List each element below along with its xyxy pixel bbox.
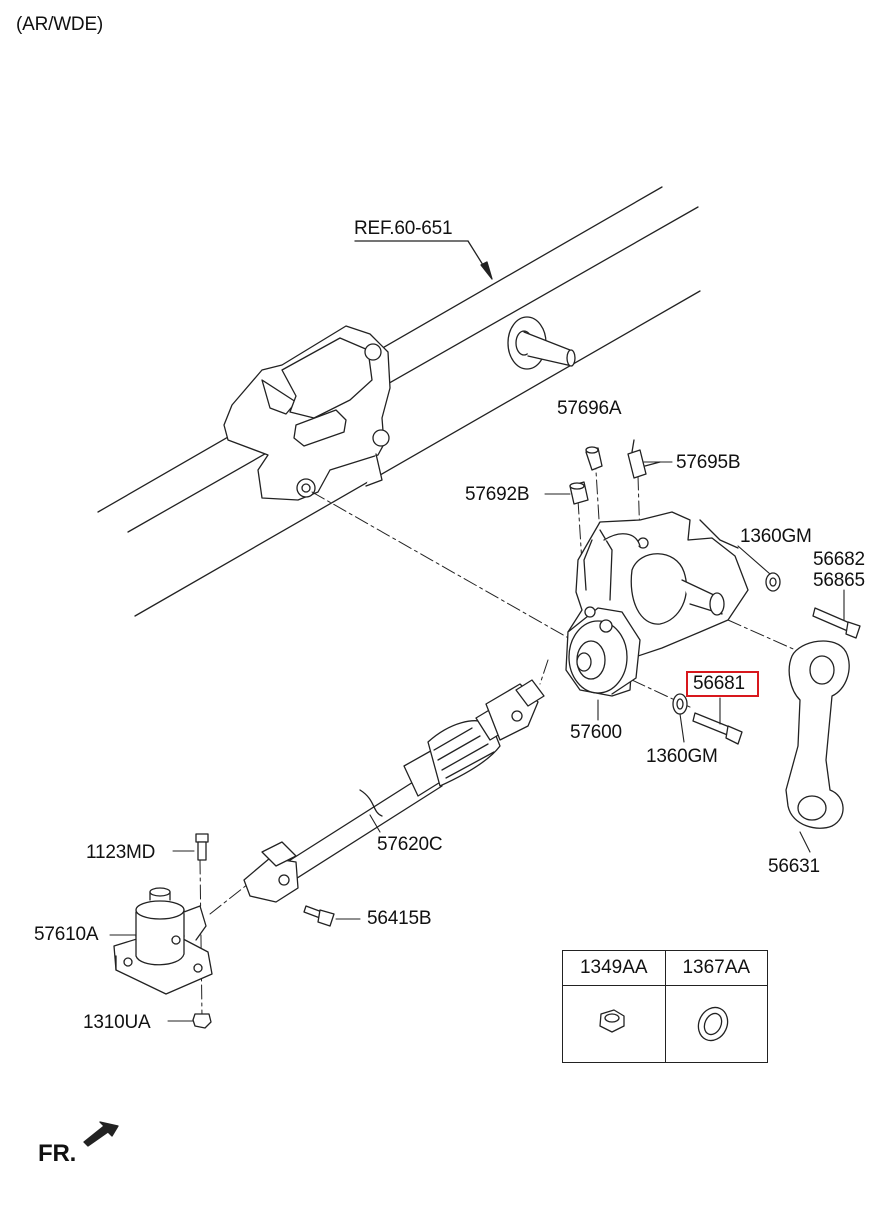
part-label-57696A: 57696A — [557, 398, 622, 419]
centerline-input — [539, 659, 549, 685]
part-label-57600: 57600 — [570, 722, 622, 743]
ref-label: REF.60-651 — [354, 218, 453, 239]
part-label-56631: 56631 — [768, 856, 820, 877]
frame-stud — [507, 316, 576, 370]
centerline-output-arm — [727, 619, 801, 653]
fitting-57692B — [569, 481, 589, 505]
highlight-box — [686, 671, 759, 697]
part-label-57610A: 57610A — [34, 924, 99, 945]
legend-cell-nut — [562, 985, 666, 1063]
hardware-legend-table: 1349AA 1367AA — [562, 950, 768, 1063]
legend-header-1367AA: 1367AA — [664, 950, 768, 986]
lower-column-assembly — [113, 887, 213, 995]
pitman-arm — [785, 640, 850, 829]
part-label-57692B: 57692B — [465, 484, 530, 505]
part-label-56682: 56682 — [813, 549, 865, 570]
steering-gear-box — [565, 511, 749, 697]
bolt-1123MD — [195, 833, 209, 861]
front-indicator-label: FR. — [38, 1140, 77, 1167]
intermediate-shaft — [261, 705, 511, 895]
part-label-1360GM-bottom: 1360GM — [646, 746, 718, 767]
washer-1360GM-bottom — [672, 693, 688, 715]
bolt-56415B — [303, 905, 335, 927]
legend-header-1349AA: 1349AA — [562, 950, 666, 986]
part-label-57620C: 57620C — [377, 834, 443, 855]
part-label-57695B: 57695B — [676, 452, 741, 473]
upper-universal-joint — [485, 679, 545, 741]
front-arrow-icon — [83, 1121, 119, 1147]
part-label-56681: 56681 — [693, 673, 745, 694]
part-label-1123MD: 1123MD — [86, 842, 156, 863]
header-code: (AR/WDE) — [16, 14, 104, 35]
washer-1360GM-top — [765, 572, 781, 592]
nut-1310UA — [192, 1013, 212, 1029]
ref-leader-arrow — [354, 240, 493, 280]
fitting-57696A — [585, 446, 603, 471]
fitting-57695B — [627, 439, 661, 479]
part-label-56865: 56865 — [813, 570, 865, 591]
legend-cell-washer — [664, 985, 768, 1063]
centerline-bracket-gear — [311, 491, 573, 641]
lower-universal-joint — [243, 841, 299, 903]
bolt-56682 — [812, 607, 861, 639]
centerline-bolt-vertical — [199, 859, 203, 1019]
part-label-56415B: 56415B — [367, 908, 432, 929]
part-label-1360GM-top: 1360GM — [740, 526, 812, 547]
frame-bracket — [223, 325, 391, 501]
centerline-joint — [209, 883, 249, 915]
bolt-56681 — [692, 712, 743, 745]
part-label-1310UA: 1310UA — [83, 1012, 151, 1033]
